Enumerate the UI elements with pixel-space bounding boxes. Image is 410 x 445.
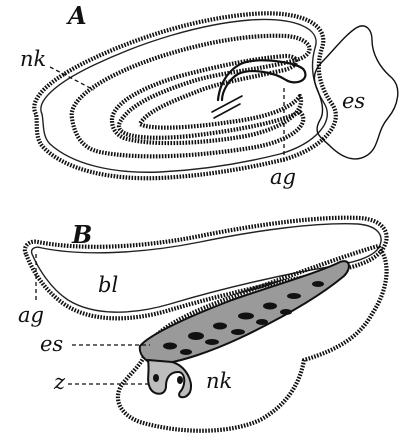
panel-b-stalk-spot-1 bbox=[153, 374, 159, 382]
panel-a: A nk es ag bbox=[20, 1, 398, 189]
panel-a-label: A bbox=[66, 1, 87, 30]
panel-b-stalk-spot-2 bbox=[177, 376, 183, 384]
panel-a-amniotic-duct bbox=[218, 60, 305, 100]
panel-a-duct-tip bbox=[212, 96, 242, 118]
panel-a-label-ag: ag bbox=[270, 165, 296, 189]
panel-b-label-bl: bl bbox=[98, 273, 118, 297]
panel-b-label-ag: ag bbox=[18, 303, 44, 327]
panel-b-label-es: es bbox=[40, 332, 63, 356]
panel-b: B bl ag es z bbox=[18, 218, 387, 431]
panel-b-label-nk: nk bbox=[206, 369, 232, 393]
panel-a-inner-membrane bbox=[112, 56, 301, 143]
panel-a-label-nk: nk bbox=[20, 47, 46, 71]
panel-b-label-z: z bbox=[53, 370, 66, 394]
panel-a-label-es: es bbox=[342, 89, 365, 113]
